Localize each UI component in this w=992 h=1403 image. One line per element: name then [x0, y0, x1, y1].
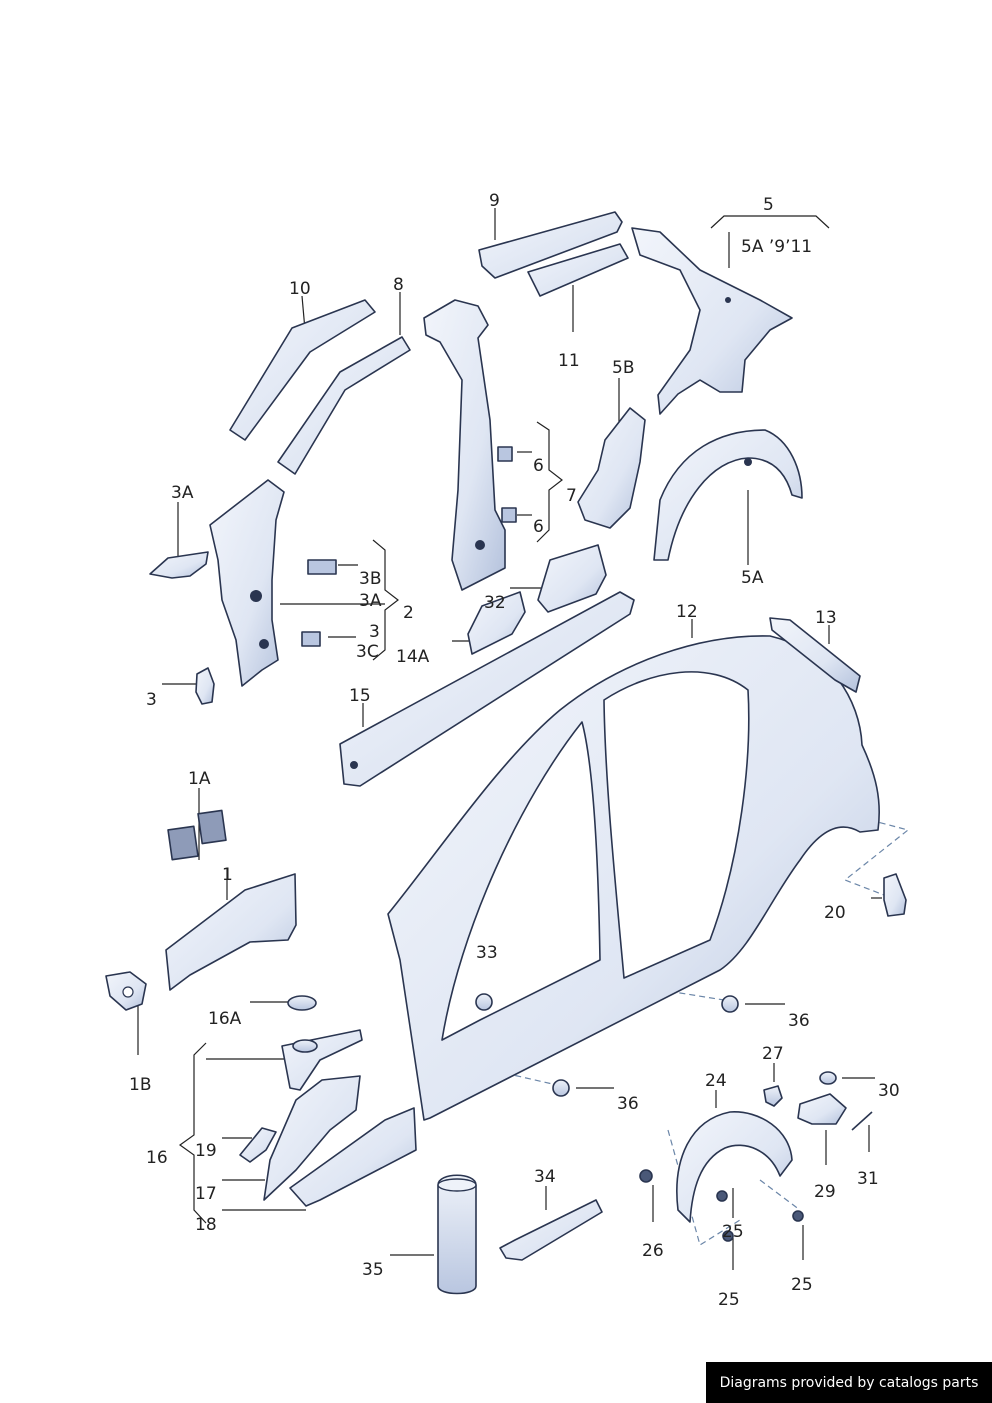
- label-5a-top: 5A ’9’11: [741, 237, 812, 257]
- part-24-wheel-liner: [676, 1111, 793, 1223]
- part-27-clip: [763, 1085, 783, 1107]
- part-36b-plug: [552, 1079, 570, 1097]
- part-6b-pad: [501, 507, 517, 523]
- label-36a: 36: [788, 1011, 810, 1031]
- part-11-reinforcement: [527, 243, 629, 297]
- label-18: 18: [195, 1215, 217, 1235]
- part-6a-pad: [497, 446, 513, 462]
- part-5b-bracket: [577, 407, 646, 529]
- part-5a-wheel-arch: [653, 429, 803, 561]
- part-3a-bracket: [149, 551, 209, 579]
- label-3b: 3B: [359, 569, 381, 589]
- part-34-tube: [499, 1199, 603, 1261]
- label-27: 27: [762, 1044, 784, 1064]
- label-3-left: 3: [146, 690, 157, 710]
- label-33: 33: [476, 943, 498, 963]
- part-16a-grommet: [287, 995, 317, 1011]
- part-12-door-opening-rear: [603, 671, 750, 979]
- part-29-bracket: [797, 1093, 847, 1125]
- label-1a: 1A: [188, 769, 211, 789]
- label-17: 17: [195, 1184, 217, 1204]
- part-3-clip: [195, 667, 215, 705]
- label-11: 11: [558, 351, 580, 371]
- label-8: 8: [393, 275, 404, 295]
- part-25b-screw: [722, 1230, 734, 1242]
- attribution-footer: Diagrams provided by catalogs parts: [706, 1362, 992, 1403]
- part-2-a-pillar: [209, 479, 285, 687]
- label-5a: 5A: [741, 568, 764, 588]
- part-19-clip: [239, 1127, 277, 1163]
- label-35: 35: [362, 1260, 384, 1280]
- label-3a-top: 3A: [171, 483, 194, 503]
- label-1b: 1B: [129, 1075, 151, 1095]
- label-26: 26: [642, 1241, 664, 1261]
- part-26-screw: [639, 1169, 653, 1183]
- label-3c: 3C: [356, 642, 379, 662]
- label-2: 2: [403, 603, 414, 623]
- part-20-cap: [883, 873, 907, 917]
- label-16: 16: [146, 1148, 168, 1168]
- label-9: 9: [489, 191, 500, 211]
- part-25a-screw: [716, 1190, 728, 1202]
- part-12-door-opening-front: [441, 721, 601, 1041]
- label-1: 1: [222, 865, 233, 885]
- part-33-plug: [475, 993, 493, 1011]
- label-31: 31: [857, 1169, 879, 1189]
- part-1a-pad-left: [167, 825, 199, 861]
- label-6b: 6: [533, 517, 544, 537]
- part-18-sill-extension: [289, 1107, 417, 1207]
- part-9-upper-rail: [478, 211, 623, 279]
- leader-lines: [137, 208, 882, 1270]
- label-15: 15: [349, 686, 371, 706]
- label-3: 3: [369, 622, 380, 642]
- label-20: 20: [824, 903, 846, 923]
- label-5: 5: [763, 195, 774, 215]
- label-29: 29: [814, 1182, 836, 1202]
- label-3a: 3A: [359, 591, 382, 611]
- part-10-roof-rail: [229, 299, 376, 441]
- label-32: 32: [484, 593, 506, 613]
- part-13-strip: [769, 617, 861, 693]
- label-6a: 6: [533, 456, 544, 476]
- label-25a: 25: [722, 1222, 744, 1242]
- label-5b: 5B: [612, 358, 634, 378]
- part-32-bracket: [537, 544, 607, 613]
- callout-labels: 9 5 5A ’9’11 10 8 11 5B 6 7 6 3A 3B 3A 2…: [129, 191, 900, 1310]
- part-1-side-member: [165, 873, 297, 991]
- label-25c: 25: [718, 1290, 740, 1310]
- label-7: 7: [566, 486, 577, 506]
- label-14a: 14A: [396, 647, 430, 667]
- label-12: 12: [676, 602, 698, 622]
- label-24: 24: [705, 1071, 727, 1091]
- label-13: 13: [815, 608, 837, 628]
- part-31-screw: [851, 1111, 873, 1131]
- part-7-b-pillar: [423, 299, 506, 591]
- part-35-can: [437, 1174, 477, 1295]
- label-30: 30: [878, 1081, 900, 1101]
- label-16a: 16A: [208, 1009, 242, 1029]
- part-3c-pad: [301, 631, 321, 647]
- part-3b-pad: [307, 559, 337, 575]
- part-5-rear-inner-panel: [631, 227, 793, 415]
- parts: [105, 211, 907, 1295]
- part-30-cap: [819, 1071, 837, 1085]
- label-36b: 36: [617, 1094, 639, 1114]
- label-34: 34: [534, 1167, 556, 1187]
- label-10: 10: [289, 279, 311, 299]
- part-36a-plug: [721, 995, 739, 1013]
- part-1a-pad-right: [197, 809, 227, 845]
- label-25b: 25: [791, 1275, 813, 1295]
- part-14a-bracket: [467, 591, 526, 655]
- part-17-reinforcement: [263, 1075, 361, 1201]
- part-25c-screw: [792, 1210, 804, 1222]
- part-15-sill: [339, 591, 635, 787]
- label-19: 19: [195, 1141, 217, 1161]
- attribution-text: Diagrams provided by catalogs parts: [719, 1374, 979, 1391]
- part-8-roof-rail-inner: [277, 336, 411, 475]
